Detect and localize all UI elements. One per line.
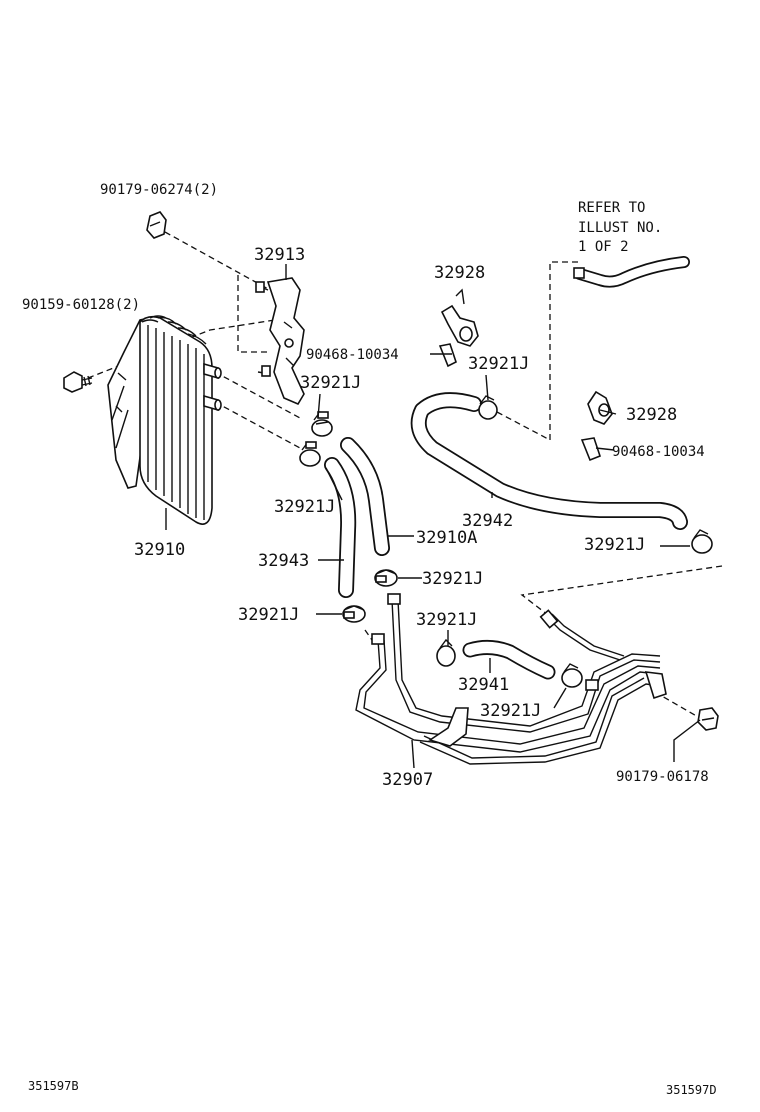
label-clamp-hose-32941: 32921J (416, 610, 477, 630)
oil-cooler-32910-part (107, 315, 222, 525)
label-clip-top: 90179-06274(2) (100, 182, 218, 198)
label-clamp-right-hose-end: 32921J (584, 535, 645, 555)
clamp-holder-upper-part (440, 288, 479, 347)
hose-32941-part (462, 639, 556, 680)
label-bracket: 32913 (254, 245, 305, 265)
label-clamp-cooler-lower: 32921J (274, 497, 335, 517)
label-pipe-assembly: 32907 (382, 770, 433, 790)
clip-90179-06274-part (146, 211, 167, 239)
refer-note-line1: REFER TO (578, 200, 645, 216)
label-clamp-upper-hose: 32921J (468, 354, 529, 374)
pipe-assembly-32907-part (355, 593, 667, 765)
refer-note-line2: ILLUST NO. (578, 220, 662, 236)
clamp-pipe-right-part (561, 663, 583, 688)
clamp-cooler-lower-part (299, 441, 321, 467)
clamp-holder-right-part (587, 390, 613, 425)
label-clip-bottom: 90179-06178 (616, 769, 709, 785)
label-clip-upper: 90468-10034 (306, 347, 399, 363)
label-clamp-mid: 32921J (422, 569, 483, 589)
leader-lines (165, 264, 701, 769)
clip-right-part (580, 437, 601, 462)
label-hose-32942: 32942 (462, 511, 513, 531)
label-clamp-cooler-upper: 32921J (300, 373, 361, 393)
label-bolt: 90159-60128(2) (22, 297, 140, 313)
hose-32942-part (410, 392, 688, 530)
bracket-32913-part (255, 277, 305, 406)
illustration-code-left: 351597B (28, 1079, 79, 1093)
clamp-left-lower-part (342, 605, 366, 623)
label-clamp-pipe-right: 32921J (480, 701, 541, 721)
label-clamp-left-lower: 32921J (238, 605, 299, 625)
label-hose-32943: 32943 (258, 551, 309, 571)
refer-hose-stub-part (573, 256, 690, 288)
label-hose-32910a: 32910A (416, 528, 477, 548)
bolt-90159-60128-part (63, 371, 93, 393)
clip-90179-06178-part (697, 707, 719, 731)
clip-upper-part (438, 343, 457, 368)
clamp-upper-hose-part (478, 395, 498, 420)
clamp-cooler-upper-part (311, 411, 333, 437)
clamp-hose-32941-part (436, 638, 456, 667)
label-clamp-holder-right: 32928 (626, 405, 677, 425)
label-hose-32941: 32941 (458, 675, 509, 695)
clamp-mid-part (374, 569, 398, 587)
clamp-right-hose-end-part (691, 529, 713, 554)
refer-note-line3: 1 OF 2 (578, 239, 629, 255)
label-clip-right: 90468-10034 (612, 444, 705, 460)
illustration-code-right: 351597D (666, 1083, 717, 1097)
label-clamp-holder-upper: 32928 (434, 263, 485, 283)
hose-32910a-part (340, 437, 390, 556)
hose-32943-part (324, 457, 357, 598)
label-cooler: 32910 (134, 540, 185, 560)
